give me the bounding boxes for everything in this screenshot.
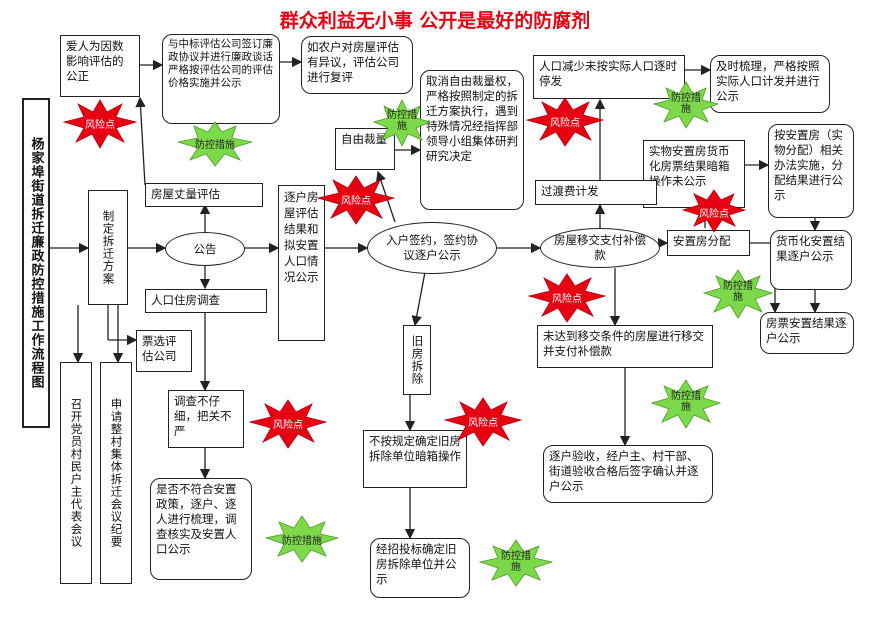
node-housing-allocation: 安置房分配 (667, 230, 750, 256)
node-old-demolish: 旧房拆除 (403, 325, 431, 395)
control-star-4 (702, 269, 774, 319)
node-farmer-objection: 如农户对房屋评估有异议，评估公司进行复评 (301, 36, 413, 94)
control-star-5 (650, 379, 722, 429)
node-policy-check: 是否不符合安置政策，逐户、逐人进行梳理，调查核实及安置人口公示 (150, 478, 252, 580)
control-star-2 (372, 99, 432, 147)
control-star-7 (478, 539, 554, 587)
node-not-per-rule: 不按规定确定旧房拆除单位暗箱操作 (363, 430, 467, 488)
node-not-handover: 未达到移交条件的房屋进行移交并支付补偿款 (537, 325, 713, 368)
risk-burst-1 (62, 99, 138, 149)
page-title: 群众利益无小事 公开是最好的防腐剂 (279, 10, 591, 32)
node-cash-result: 货币化安置结果逐户公示 (770, 230, 852, 290)
node-make-plan: 制定拆迁方案 (88, 190, 128, 305)
control-star-3 (652, 81, 720, 129)
node-sign-agreement: 入户签约，签约协议逐户公示 (367, 222, 497, 274)
node-timely-sort: 及时梳理，严格按照实际人口计发并进行公示 (710, 55, 830, 113)
node-in-kind-housing: 实物安置房货币化房票结果暗箱操作未公示 (643, 140, 745, 208)
node-house-handover: 房屋移交支付补偿款 (540, 228, 660, 268)
node-per-house-result: 逐户房屋评估结果和拟安置人口情况公示 (278, 185, 325, 341)
node-ticket-result: 房票安置结果逐户公示 (760, 312, 854, 354)
node-love-public: 爱人为因数影响评估的公正 (60, 35, 140, 97)
node-party-meeting: 召开党员村民户主代表会议 (60, 362, 92, 584)
risk-burst-2 (316, 175, 396, 225)
node-apply-minutes: 申请整村集体拆迁会议纪要 (100, 362, 132, 584)
node-resettle-method: 按安置房（实物分配）相关办法实施，分配结果进行公示 (768, 124, 854, 218)
node-careless-survey: 调查不仔细，把关不严 (168, 390, 244, 448)
risk-burst-4 (681, 189, 747, 233)
risk-burst-3 (525, 97, 605, 147)
node-pop-survey: 人口住房调查 (145, 289, 267, 313)
node-transition-fee: 过渡费计发 (535, 180, 657, 205)
node-vote-company: 票选评估公司 (136, 330, 192, 372)
risk-burst-5 (527, 273, 607, 323)
node-bid-sign: 与中标评估公司签订廉政协议并进行廉政谈话严格按评估公司的评估价格实施并公示 (162, 34, 280, 124)
node-announcement: 公告 (165, 232, 245, 266)
node-pop-reduce: 人口减少未按实际人口逐时停发 (533, 55, 685, 99)
node-house-survey: 房屋丈量评估 (145, 183, 263, 207)
side-title: 杨家埠街道拆迁廉政防控措施工作流程图 (22, 98, 50, 428)
control-star-6 (264, 515, 340, 563)
node-household-check: 逐户验收，经户主、村干部、街道验收合格后签字确认并逐户公示 (543, 445, 713, 503)
node-cancel-discretion: 取消自由裁量权，严格按照制定的拆迁方案执行，遇到特殊情况经指挥部领导小组集体研判… (420, 70, 524, 210)
control-star-1 (177, 121, 253, 167)
risk-burst-7 (443, 397, 523, 447)
risk-burst-6 (248, 399, 328, 449)
node-bid-demolish: 经招投标确定旧房拆除单位并公示 (370, 538, 470, 598)
